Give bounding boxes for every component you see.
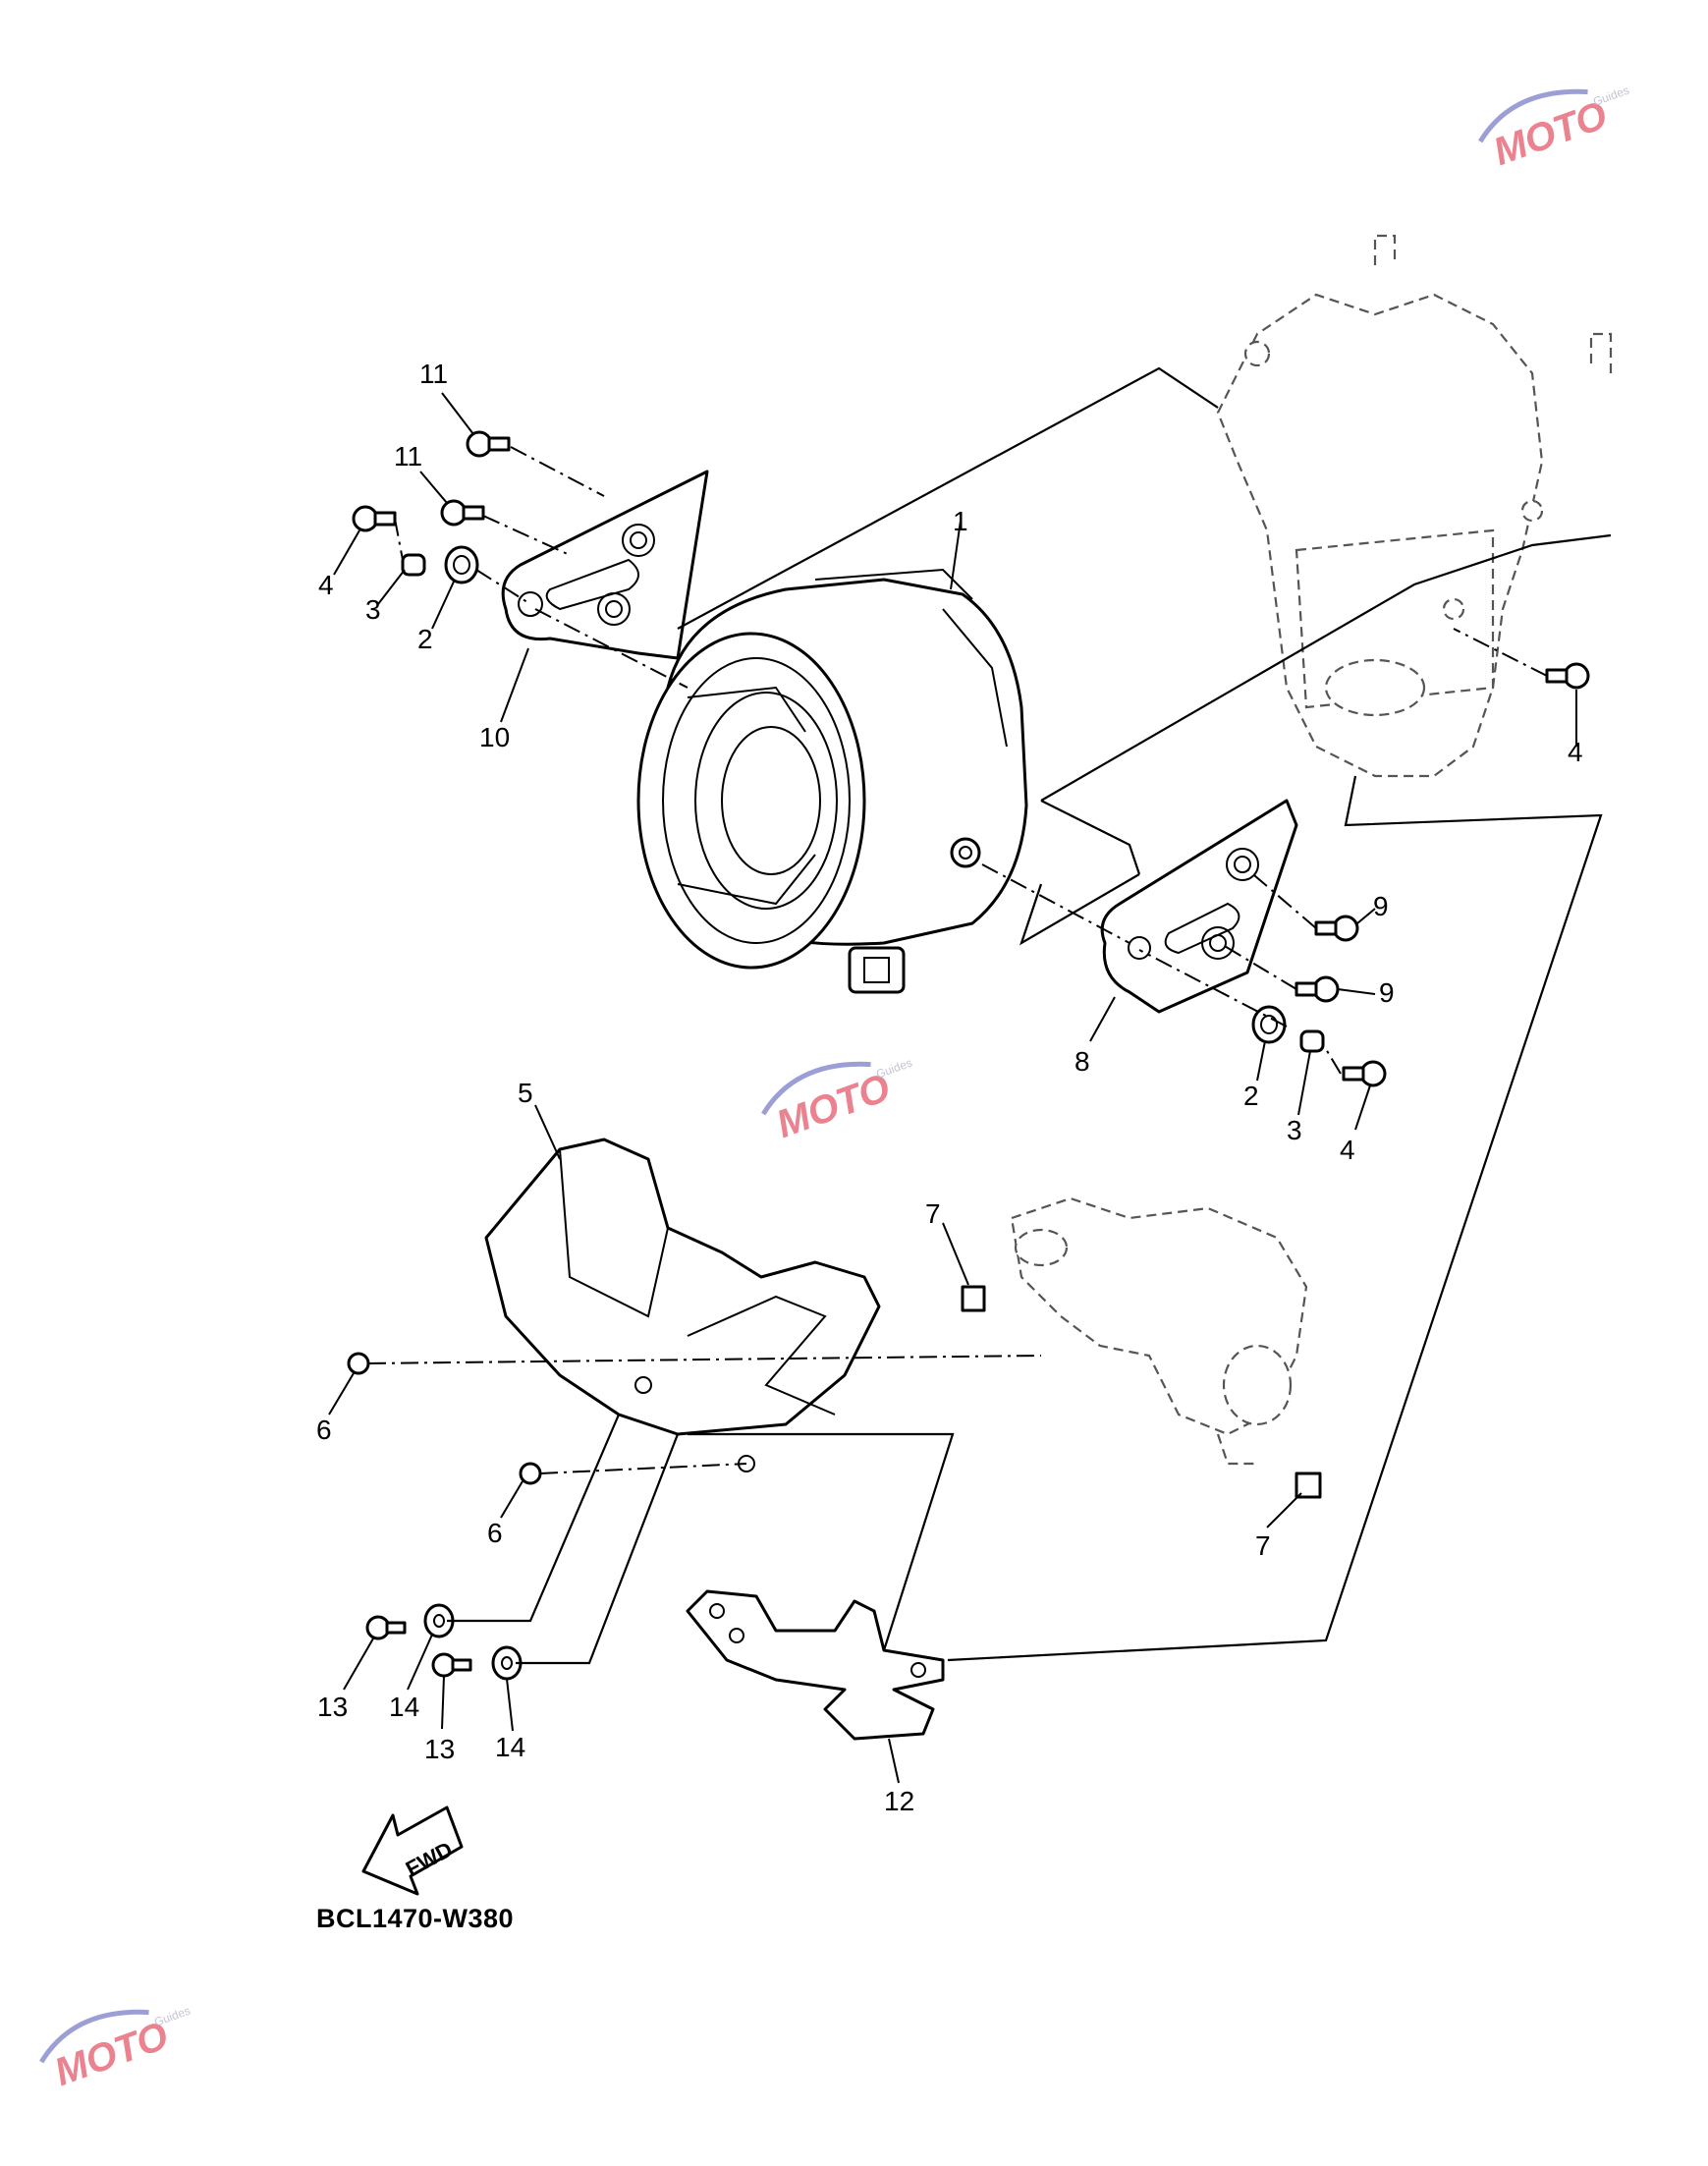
leader-lines xyxy=(328,392,1577,1784)
relation-lines xyxy=(447,366,1612,1665)
steering-crown xyxy=(1010,1196,1308,1466)
frame-ghost xyxy=(1216,234,1613,778)
callout-9-upper: 9 xyxy=(1373,891,1389,921)
moto-guides-watermark-top: MOTO Guides xyxy=(1478,83,1631,174)
bolt-4-right-top xyxy=(1545,662,1590,690)
callout-14-lower: 14 xyxy=(495,1732,525,1762)
grommet-2-right xyxy=(1251,1005,1287,1044)
bolt-4-left xyxy=(352,505,397,532)
diagram-code: BCL1470-W380 xyxy=(316,1904,515,1933)
callout-2-right: 2 xyxy=(1243,1081,1259,1111)
grommet-2-left xyxy=(444,545,479,584)
callout-7-upper: 7 xyxy=(925,1198,941,1229)
bolt-9-upper xyxy=(1314,915,1359,942)
callout-4-right-top: 4 xyxy=(1568,737,1583,767)
rivet-6-lower xyxy=(519,1462,542,1485)
callout-9-lower: 9 xyxy=(1379,977,1395,1008)
bolt-4-right-bottom xyxy=(1342,1060,1387,1087)
bolt-11-lower xyxy=(440,499,485,527)
alignment-lines xyxy=(367,446,1548,1474)
callout-11-lower: 11 xyxy=(394,441,422,472)
callout-8: 8 xyxy=(1074,1046,1090,1077)
cover-5 xyxy=(484,1138,881,1472)
watermark-tagline: Guides xyxy=(874,1056,914,1082)
callout-numbers: 11 11 4 3 2 10 1 4 9 9 8 2 3 4 5 7 6 6 7… xyxy=(316,359,1583,1816)
moto-guides-watermark-bottom: MOTO Guides xyxy=(39,2004,193,2094)
callout-1: 1 xyxy=(953,506,968,536)
callout-14-upper: 14 xyxy=(389,1692,419,1722)
callout-3-right: 3 xyxy=(1287,1115,1302,1145)
watermark-tagline: Guides xyxy=(1591,83,1631,109)
bolt-13-lower xyxy=(431,1652,472,1678)
callout-4-left: 4 xyxy=(318,570,334,600)
callout-4-right-bottom: 4 xyxy=(1340,1135,1355,1165)
collar-3-right xyxy=(1299,1029,1325,1053)
watermark-tagline: Guides xyxy=(152,2004,193,2029)
callout-13-upper: 13 xyxy=(317,1692,348,1722)
nut-7-lower xyxy=(1295,1472,1322,1499)
callout-7-lower: 7 xyxy=(1255,1530,1271,1561)
bracket-left-10 xyxy=(501,470,709,660)
callout-10: 10 xyxy=(479,722,510,752)
stay-12 xyxy=(686,1589,945,1741)
callout-11-upper: 11 xyxy=(419,359,448,389)
callout-12: 12 xyxy=(884,1786,914,1816)
callout-13-lower: 13 xyxy=(424,1734,455,1764)
collar-3-left xyxy=(401,553,426,577)
callout-6-upper: 6 xyxy=(316,1415,332,1445)
callout-3-left: 3 xyxy=(365,594,381,625)
bolt-9-lower xyxy=(1295,975,1340,1003)
fwd-arrow-icon: FWD xyxy=(361,1805,464,1896)
moto-guides-watermark-center: MOTO Guides xyxy=(761,1056,914,1146)
nut-7-upper xyxy=(961,1285,986,1312)
rivet-6-upper xyxy=(347,1352,370,1375)
headlight-assembly xyxy=(636,568,1028,994)
bolt-13-upper xyxy=(365,1615,407,1640)
callout-2-left: 2 xyxy=(417,624,433,654)
callout-6-lower: 6 xyxy=(487,1518,503,1548)
callout-5: 5 xyxy=(518,1078,533,1108)
bolt-11-upper xyxy=(466,430,511,458)
